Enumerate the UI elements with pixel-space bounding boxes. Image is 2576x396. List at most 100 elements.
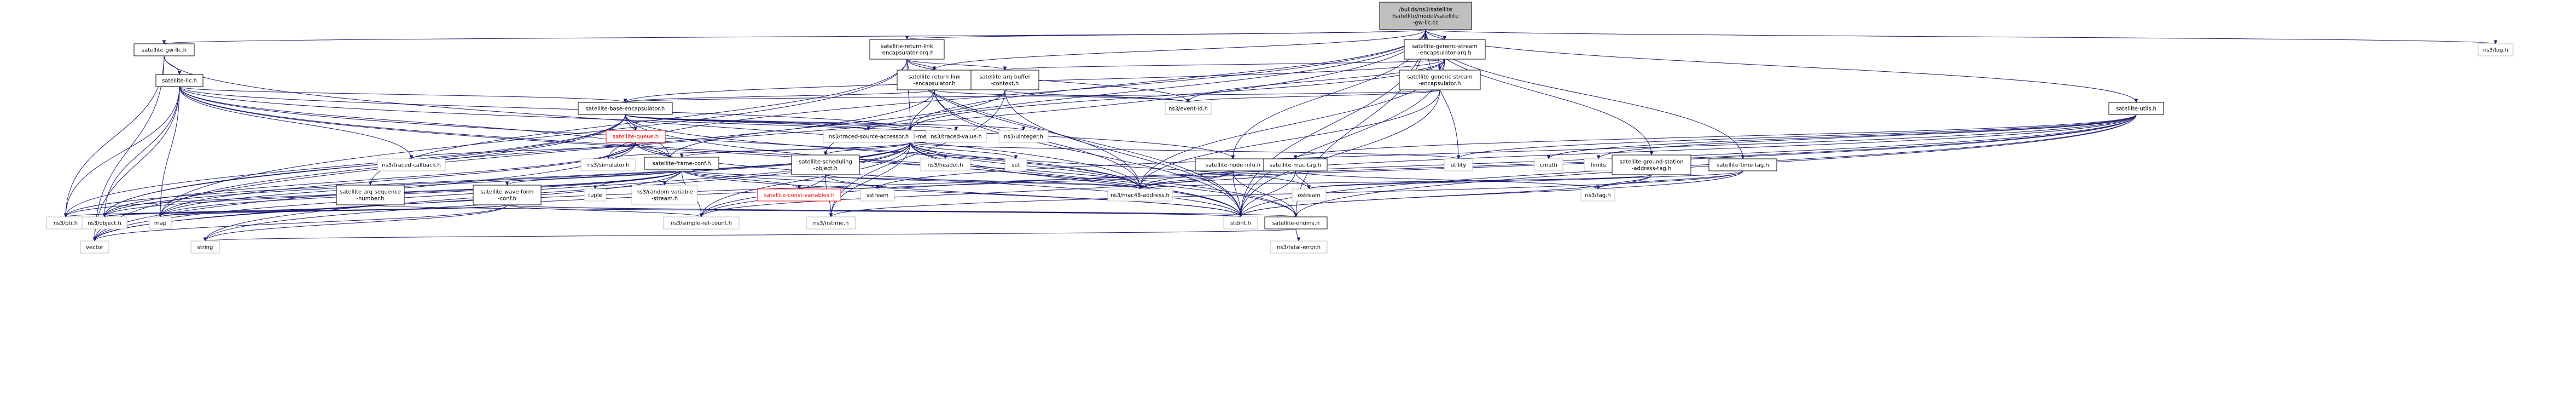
node-ns3-mac48-address-h: ns3/mac48-address.h — [1107, 188, 1173, 202]
edge-root-to-utilsh — [1425, 29, 2136, 102]
node-label: -address-tag.h — [1632, 166, 1671, 172]
node-ns3-simulator-h: ns3/simulator.h — [580, 158, 636, 171]
node-map: map — [149, 216, 172, 229]
edge-gwllch-to-mac48h — [164, 55, 1140, 189]
node-satellite-generic-stream-encapsulator-h[interactable]: satellite-generic-stream-encapsulator.h — [1399, 70, 1481, 90]
edge-llch-to-packeth — [179, 86, 670, 159]
node-satellite-ground-station-address-tag-h[interactable]: satellite-ground-station-address-tag.h — [1612, 154, 1691, 175]
edge-rlarqh-to-rlench — [906, 59, 934, 70]
edge-framech-to-wavefh — [507, 169, 682, 185]
edge-llch-to-objecth — [104, 86, 180, 217]
edge-root-to-gsarqh — [1425, 29, 1445, 39]
node-box — [869, 39, 945, 60]
node-label: satellite-mac-tag.h — [1270, 163, 1321, 169]
edge-root-to-logh — [1425, 29, 2496, 44]
node-label: /builds/ns3/satellite — [1399, 7, 1452, 13]
node-label: satellite-wave-form — [481, 190, 534, 196]
node-ns3-ptr-h: ns3/ptr.h — [46, 216, 85, 229]
node-sstream: sstream — [860, 188, 895, 202]
edge-root-to-rlarqh — [907, 29, 1426, 39]
edge-root-to-rlench — [934, 29, 1426, 70]
node-satellite-wave-form-conf-h[interactable]: satellite-wave-form-conf.h — [473, 185, 542, 205]
edge-ctrlmsgh-to-objecth — [104, 142, 911, 217]
edge-root-to-vector — [95, 29, 1426, 241]
edge-nodeinfoh-to-enumsh — [1232, 170, 1296, 217]
node-box — [1399, 70, 1481, 90]
edge-utilsh-to-cmath — [1549, 114, 2137, 159]
edge-utilsh-to-string — [205, 114, 2137, 241]
node-satellite-mac-tag-h[interactable]: satellite-mac-tag.h — [1263, 158, 1328, 171]
node-label: ns3/traced-value.h — [931, 134, 982, 140]
node-satellite-return-link-encapsulator-arq-h[interactable]: satellite-return-link-encapsulator-arq.h — [869, 39, 945, 60]
node-box — [1708, 158, 1777, 171]
node-ostream: ostream — [1292, 188, 1327, 202]
node-label: satellite-generic-stream — [1412, 44, 1477, 50]
node-box — [1612, 154, 1691, 175]
node-box — [1444, 158, 1473, 171]
node-satellite-generic-stream-encapsulator-arq-h[interactable]: satellite-generic-stream-encapsulator-ar… — [1404, 39, 1486, 60]
node-satellite-llc-h[interactable]: satellite-llc.h — [155, 74, 203, 87]
node-satellite-queue-h[interactable]: satellite-queue.h — [606, 130, 666, 143]
node-label: ns3/mac48-address.h — [1110, 193, 1170, 199]
node-label: sstream — [867, 193, 888, 199]
node-label: satellite-enums.h — [1272, 221, 1320, 227]
edge-utilsh-to-srch — [701, 114, 2137, 217]
edge-utilsh-to-mac48h — [1140, 114, 2137, 189]
node-satellite-scheduling-object-h[interactable]: satellite-scheduling-object.h — [791, 154, 860, 175]
node-satellite-frame-conf-h[interactable]: satellite-frame-conf.h — [644, 157, 719, 170]
node-box — [631, 185, 698, 205]
node-box — [1580, 188, 1615, 202]
edge-mactagh-to-mac48h — [1140, 170, 1296, 189]
edge-nodeinfoh-to-mac48h — [1140, 170, 1234, 189]
edge-llch-to-nodeinfoh — [179, 86, 1233, 159]
node-satellite-gw-llc-h[interactable]: satellite-gw-llc.h — [133, 43, 195, 56]
node-ns3-tag-h: ns3/tag.h — [1580, 188, 1615, 202]
node-satellite-enums-h[interactable]: satellite-enums.h — [1264, 216, 1328, 229]
node-satellite-time-tag-h[interactable]: satellite-time-tag.h — [1708, 158, 1777, 171]
node-label: -gw-llc.cc — [1413, 20, 1439, 26]
node-stdint-h: stdint.h — [1223, 216, 1258, 229]
edge-nodeinfoh-to-srch — [701, 170, 1234, 217]
edge-wavefh-to-vector — [95, 204, 508, 241]
edge-ctrlmsgh-to-set — [910, 142, 1016, 159]
node-satellite-utils-h[interactable]: satellite-utils.h — [2108, 102, 2164, 115]
edge-rlarqh-to-ctrlmsgh — [906, 59, 910, 130]
node-box — [860, 188, 895, 202]
edge-queueh-to-tcbh — [411, 142, 636, 159]
edge-llch-to-map — [160, 86, 180, 217]
node-label: satellite-frame-conf.h — [653, 161, 711, 167]
edge-enumsh-to-fatalh — [1295, 228, 1299, 241]
edge-gwllch-to-llch — [164, 55, 179, 74]
node-satellite-node-info-h[interactable]: satellite-node-info.h — [1195, 158, 1271, 171]
node-label: -context.h — [991, 81, 1019, 87]
node-satellite-const-variables-h[interactable]: satellite-const-variables.h — [757, 188, 841, 202]
edge-utilsh-to-vector — [95, 114, 2137, 241]
node-satellite-arq-sequence-number-h[interactable]: satellite-arq-sequence-number.h — [336, 185, 405, 205]
edge-baseench-to-tvh — [625, 114, 956, 130]
node-label: ns3/event-id.h — [1168, 106, 1208, 112]
node-label: cmath — [1540, 163, 1557, 169]
node-box — [644, 157, 719, 170]
node-label: ostream — [1298, 193, 1320, 199]
node-box — [1270, 240, 1328, 254]
node-satellite-arq-buffer-context-h[interactable]: satellite-arq-buffer-context.h — [970, 70, 1039, 90]
node-ns3-random-variable-stream-h: ns3/random-variable-stream.h — [631, 185, 698, 205]
node-satellite-return-link-encapsulator-h[interactable]: satellite-return-link-encapsulator.h — [897, 70, 972, 90]
node-label: ns3/traced-callback.h — [382, 163, 441, 169]
node-label: string — [197, 245, 213, 251]
edge-llch-to-ptrh — [66, 86, 180, 217]
node-label: ns3/object.h — [88, 221, 121, 227]
edge-gwllch-to-ptrh — [66, 55, 165, 217]
edge-wavefh-to-srch — [507, 204, 701, 217]
node-vector: vector — [80, 240, 109, 254]
node-builds-ns3-satellite-satellite-model-satellite-gw-llc-cc[interactable]: /builds/ns3/satellite/satellite/model/sa… — [1379, 2, 1472, 30]
edge-wavefh-to-enumsh — [507, 204, 1296, 217]
edge-baseench-to-ptrh — [66, 114, 626, 217]
edge-ctrlmsgh-to-enumsh — [910, 142, 1296, 217]
node-satellite-base-encapsulator-h[interactable]: satellite-base-encapsulator.h — [578, 102, 673, 115]
node-box — [473, 185, 542, 205]
edge-ctrlmsgh-to-simh — [608, 142, 911, 159]
edge-gsarqh-to-arqbufh — [1005, 59, 1445, 70]
edge-baseench-to-ctrlmsgh — [625, 114, 910, 130]
edge-ctrlmsgh-to-nstimeh — [831, 142, 911, 217]
